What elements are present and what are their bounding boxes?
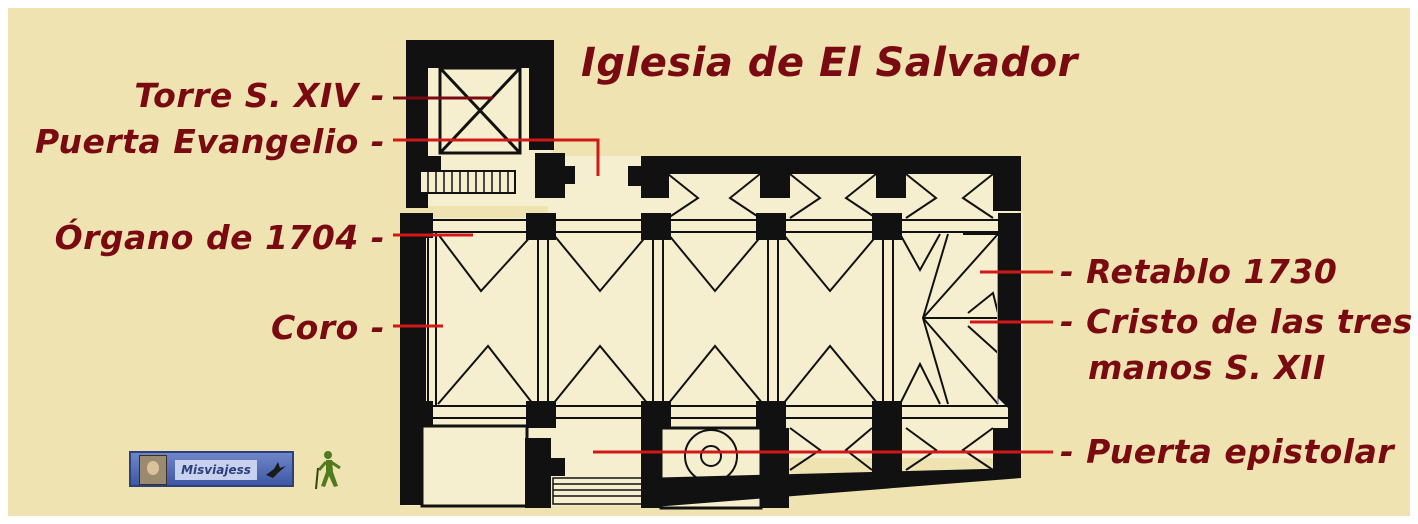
north-door-jamb-step bbox=[561, 166, 575, 184]
floor-area bbox=[403, 213, 1023, 506]
west-wall bbox=[400, 213, 422, 505]
south-aisle-vaults bbox=[789, 427, 994, 471]
south-door-steps bbox=[552, 477, 644, 505]
tower-stairs bbox=[419, 170, 516, 194]
north-aisle-vaults bbox=[667, 173, 994, 219]
north-aisle-outer-wall bbox=[641, 156, 1021, 174]
tower-wall-right bbox=[529, 40, 554, 150]
north-door-jamb-left bbox=[535, 153, 565, 198]
north-buttress-1 bbox=[760, 156, 790, 198]
baptismal-font-inner bbox=[700, 445, 722, 467]
tower-wall-bottom bbox=[406, 156, 441, 170]
south-door-step bbox=[551, 458, 565, 476]
nave-vaults bbox=[437, 233, 941, 405]
south-outer-wall bbox=[641, 468, 1021, 508]
north-buttress-3 bbox=[993, 156, 1021, 211]
nave-piers bbox=[411, 213, 902, 428]
site-logo-badge: Misviajess bbox=[129, 451, 294, 487]
apse bbox=[921, 233, 999, 405]
diagram-title: Iglesia de El Salvador bbox=[581, 40, 1078, 86]
south-room-wall bbox=[525, 438, 551, 508]
nave-lines bbox=[422, 219, 1008, 419]
leader-lines bbox=[393, 96, 1053, 454]
label-organo: Órgano de 1704 - bbox=[54, 218, 385, 257]
east-wall bbox=[998, 213, 1021, 458]
label-puerta-evangelio: Puerta Evangelio - bbox=[35, 122, 385, 161]
church-floor-plan bbox=[393, 40, 1053, 510]
label-coro: Coro - bbox=[270, 308, 385, 347]
hiker-icon bbox=[315, 451, 341, 490]
bird-icon bbox=[266, 462, 286, 478]
label-retablo: - Retablo 1730 bbox=[1060, 252, 1338, 291]
north-buttress-2 bbox=[876, 156, 906, 198]
north-aisle-wall-stub bbox=[641, 156, 669, 198]
tower-room bbox=[438, 66, 522, 155]
label-cristo-line2: manos S. XII bbox=[1088, 348, 1326, 387]
label-cristo-line1: - Cristo de las tres bbox=[1060, 302, 1413, 341]
label-puerta-epistolar: - Puerta epistolar bbox=[1060, 432, 1395, 471]
portrait-icon bbox=[139, 455, 167, 485]
site-logo-text: Misviajess bbox=[175, 460, 257, 480]
leader-puerta-evangelio bbox=[393, 138, 600, 176]
diagram-canvas: Iglesia de El Salvador Torre S. XIV - Pu… bbox=[8, 8, 1413, 516]
west-inner-line bbox=[422, 218, 426, 413]
label-torre: Torre S. XIV - bbox=[134, 76, 385, 115]
